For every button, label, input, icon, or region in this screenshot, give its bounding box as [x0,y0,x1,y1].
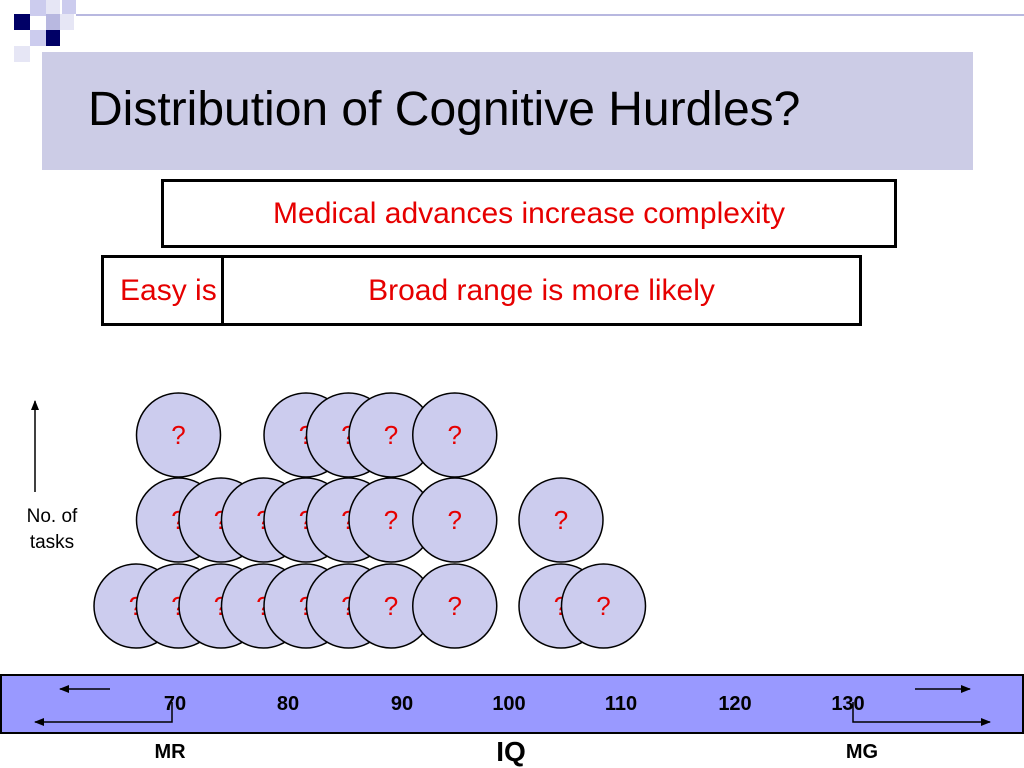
corner-square [60,14,74,30]
question-mark: ? [384,591,398,621]
task-circle [412,563,498,649]
top-rule [76,14,1024,16]
broad-range-box: Broad range is more likely [221,255,862,326]
corner-square [30,30,46,46]
question-mark: ? [448,505,462,535]
corner-square [62,0,76,14]
mr-label: MR [154,741,186,763]
question-mark: ? [171,420,185,450]
title-band [42,52,973,170]
corner-square [46,30,60,46]
y-axis-label: No. of tasks [0,504,104,556]
corner-square [46,14,60,30]
task-circle [412,477,498,563]
task-circles: ??????????????????????? [93,392,647,649]
task-circle [518,477,604,563]
question-mark: ? [384,420,398,450]
question-mark: ? [554,505,568,535]
iq-tick-120: 120 [718,693,752,715]
y-axis-label-line: tasks [29,532,75,553]
corner-square [46,0,60,14]
mg-label: MG [845,741,879,763]
task-circle [412,392,498,478]
corner-square [14,46,30,62]
medical-advances-box: Medical advances increase complexity [161,179,897,248]
iq-axis-label: IQ [496,736,526,767]
iq-tick-100: 100 [492,693,526,715]
task-circle [560,563,647,649]
iq-tick-70: 70 [163,693,187,715]
y-axis-label-line: No. of [26,506,78,527]
question-mark: ? [596,591,610,621]
iq-tick-130: 130 [831,693,865,715]
question-mark: ? [384,505,398,535]
question-mark: ? [448,420,462,450]
iq-tick-80: 80 [276,693,300,715]
iq-tick-110: 110 [604,693,638,715]
question-mark: ? [448,591,462,621]
slide-title: Distribution of Cognitive Hurdles? [88,83,801,136]
corner-square [14,14,30,30]
easy-is-box: Easy is [101,255,241,326]
corner-square [30,0,46,16]
task-circle [135,392,222,478]
iq-tick-90: 90 [390,693,414,715]
